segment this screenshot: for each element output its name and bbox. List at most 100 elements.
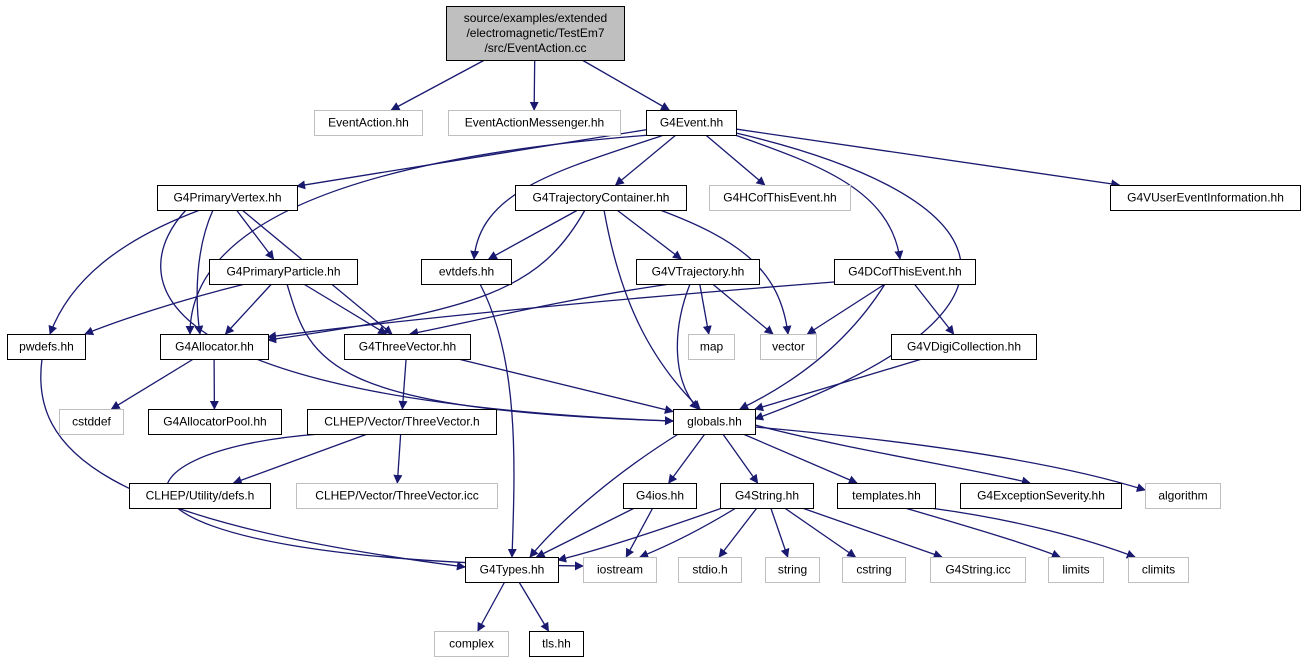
node-g4hcofthisevent: G4HCofThisEvent.hh — [709, 185, 851, 211]
edge-globals-to-g4string — [722, 433, 759, 484]
node-string: string — [765, 557, 820, 583]
node-label-tls: tls.hh — [542, 637, 571, 651]
edge-g4dcofthisevent-to-g4vdigicollection — [913, 283, 955, 335]
node-label-clhepthreevectoricc: CLHEP/Vector/ThreeVector.icc — [315, 489, 478, 503]
node-box-clhepdefs — [129, 483, 271, 509]
node-clhepdefs[interactable]: CLHEP/Utility/defs.h — [129, 483, 271, 509]
node-box-vector — [760, 334, 817, 360]
node-eventactionmessenger: EventActionMessenger.hh — [448, 110, 621, 136]
node-box-map — [688, 334, 735, 360]
node-label-limits: limits — [1062, 563, 1089, 577]
node-label-evtdefs: evtdefs.hh — [439, 265, 494, 279]
node-box-algorithm — [1145, 483, 1221, 509]
edge-globals-to-g4exceptionseverity — [754, 424, 1031, 486]
node-layer: source/examples/extended/electromagnetic… — [7, 6, 1301, 657]
node-g4allocatorpool[interactable]: G4AllocatorPool.hh — [148, 409, 282, 435]
node-label-map: map — [700, 340, 724, 354]
edge-g4string-to-g4types — [557, 506, 726, 563]
node-box-root — [446, 6, 625, 61]
node-cstddef: cstddef — [59, 409, 124, 435]
node-templates[interactable]: templates.hh — [837, 483, 936, 509]
node-label-g4dcofthisevent: G4DCofThisEvent.hh — [848, 265, 961, 279]
edge-g4event-to-g4primaryvertex — [296, 129, 647, 190]
node-clhepthreevectoricc: CLHEP/Vector/ThreeVector.icc — [296, 483, 498, 509]
node-label-complex: complex — [449, 637, 494, 651]
edge-g4vtrajectory-to-vector — [712, 283, 774, 335]
node-label-g4vtrajectory: G4VTrajectory.hh — [652, 265, 745, 279]
edge-g4ios-to-iostream — [625, 507, 654, 558]
edge-g4vtrajectory-to-g4threevector — [409, 283, 671, 337]
edge-g4threevector-to-clhepthreevector — [398, 358, 408, 410]
edge-g4primaryparticle-to-pwdefs — [84, 283, 246, 336]
node-box-g4dcofthisevent — [834, 259, 976, 285]
node-g4types[interactable]: G4Types.hh — [465, 557, 559, 583]
node-box-g4trajectorycontainer — [515, 185, 687, 211]
node-g4allocator[interactable]: G4Allocator.hh — [160, 334, 269, 360]
edge-clhepthreevector-to-clhepdefs — [232, 433, 368, 485]
node-box-clhepthreevector — [307, 409, 497, 435]
node-label-iostream: iostream — [597, 563, 643, 577]
edge-globals-to-g4ios — [668, 433, 706, 484]
edge-g4string-to-iostream — [639, 507, 737, 559]
node-label-g4vusereventinformation: G4VUserEventInformation.hh — [1127, 191, 1284, 205]
node-box-templates — [837, 483, 936, 509]
node-algorithm: algorithm — [1145, 483, 1221, 509]
node-box-climits — [1128, 557, 1189, 583]
node-label-g4event: G4Event.hh — [660, 116, 723, 130]
edge-g4event-to-g4vusereventinformation — [735, 128, 1121, 189]
edge-root-to-eventaction — [390, 59, 485, 111]
node-g4string[interactable]: G4String.hh — [720, 483, 814, 509]
edge-g4string-to-g4stringicc — [801, 507, 943, 559]
edge-g4string-to-cstring — [784, 507, 857, 558]
node-g4ios[interactable]: G4ios.hh — [623, 483, 697, 509]
node-g4event[interactable]: G4Event.hh — [646, 110, 737, 136]
node-root[interactable]: source/examples/extended/electromagnetic… — [446, 6, 625, 61]
node-label-string: string — [778, 563, 807, 577]
edge-g4primaryparticle-to-g4allocator — [224, 283, 272, 335]
edge-g4ios-to-g4types — [535, 507, 635, 558]
node-globals[interactable]: globals.hh — [673, 409, 756, 435]
edge-layer — [40, 59, 1146, 632]
edge-g4event-to-globals — [735, 132, 962, 421]
node-box-g4allocator — [160, 334, 269, 360]
node-box-g4event — [646, 110, 737, 136]
node-box-eventaction — [314, 110, 423, 136]
node-g4threevector[interactable]: G4ThreeVector.hh — [344, 334, 471, 360]
node-label-g4ios: G4ios.hh — [636, 489, 684, 503]
node-label-cstddef: cstddef — [72, 415, 111, 429]
node-box-complex — [434, 631, 509, 657]
node-g4primaryparticle[interactable]: G4PrimaryParticle.hh — [209, 259, 358, 285]
node-g4primaryvertex[interactable]: G4PrimaryVertex.hh — [157, 185, 298, 211]
node-label-g4trajectorycontainer: G4TrajectoryContainer.hh — [533, 191, 670, 205]
node-clhepthreevector[interactable]: CLHEP/Vector/ThreeVector.h — [307, 409, 497, 435]
node-box-g4threevector — [344, 334, 471, 360]
node-box-iostream — [583, 557, 657, 583]
node-label-g4primaryvertex: G4PrimaryVertex.hh — [173, 191, 281, 205]
node-label-cstring: cstring — [856, 563, 891, 577]
edge-g4string-to-string — [770, 507, 790, 558]
node-g4exceptionseverity[interactable]: G4ExceptionSeverity.hh — [960, 483, 1122, 509]
node-g4trajectorycontainer[interactable]: G4TrajectoryContainer.hh — [515, 185, 687, 211]
edge-g4threevector-to-globals — [458, 358, 674, 414]
edge-evtdefs-to-g4types — [479, 283, 517, 558]
node-box-g4exceptionseverity — [960, 483, 1122, 509]
node-evtdefs[interactable]: evtdefs.hh — [421, 259, 512, 285]
node-label-globals: globals.hh — [687, 415, 742, 429]
node-g4vtrajectory[interactable]: G4VTrajectory.hh — [636, 259, 760, 285]
edge-g4vdigicollection-to-globals — [754, 358, 923, 412]
node-g4vusereventinformation[interactable]: G4VUserEventInformation.hh — [1110, 185, 1301, 211]
node-label-eventactionmessenger: EventActionMessenger.hh — [465, 116, 604, 130]
node-box-cstring — [842, 557, 906, 583]
node-label-g4allocator: G4Allocator.hh — [175, 340, 254, 354]
edge-g4allocator-to-cstddef — [110, 358, 194, 410]
node-g4vdigicollection[interactable]: G4VDigiCollection.hh — [891, 334, 1037, 360]
node-pwdefs[interactable]: pwdefs.hh — [7, 334, 86, 360]
edge-g4event-to-g4allocator — [185, 134, 651, 335]
node-map: map — [688, 334, 735, 360]
node-label-clhepdefs: CLHEP/Utility/defs.h — [146, 489, 255, 503]
node-vector: vector — [760, 334, 817, 360]
node-tls[interactable]: tls.hh — [529, 631, 584, 657]
node-g4dcofthisevent[interactable]: G4DCofThisEvent.hh — [834, 259, 976, 285]
node-label-g4hcofthisevent: G4HCofThisEvent.hh — [723, 191, 836, 205]
node-box-stdio — [678, 557, 742, 583]
